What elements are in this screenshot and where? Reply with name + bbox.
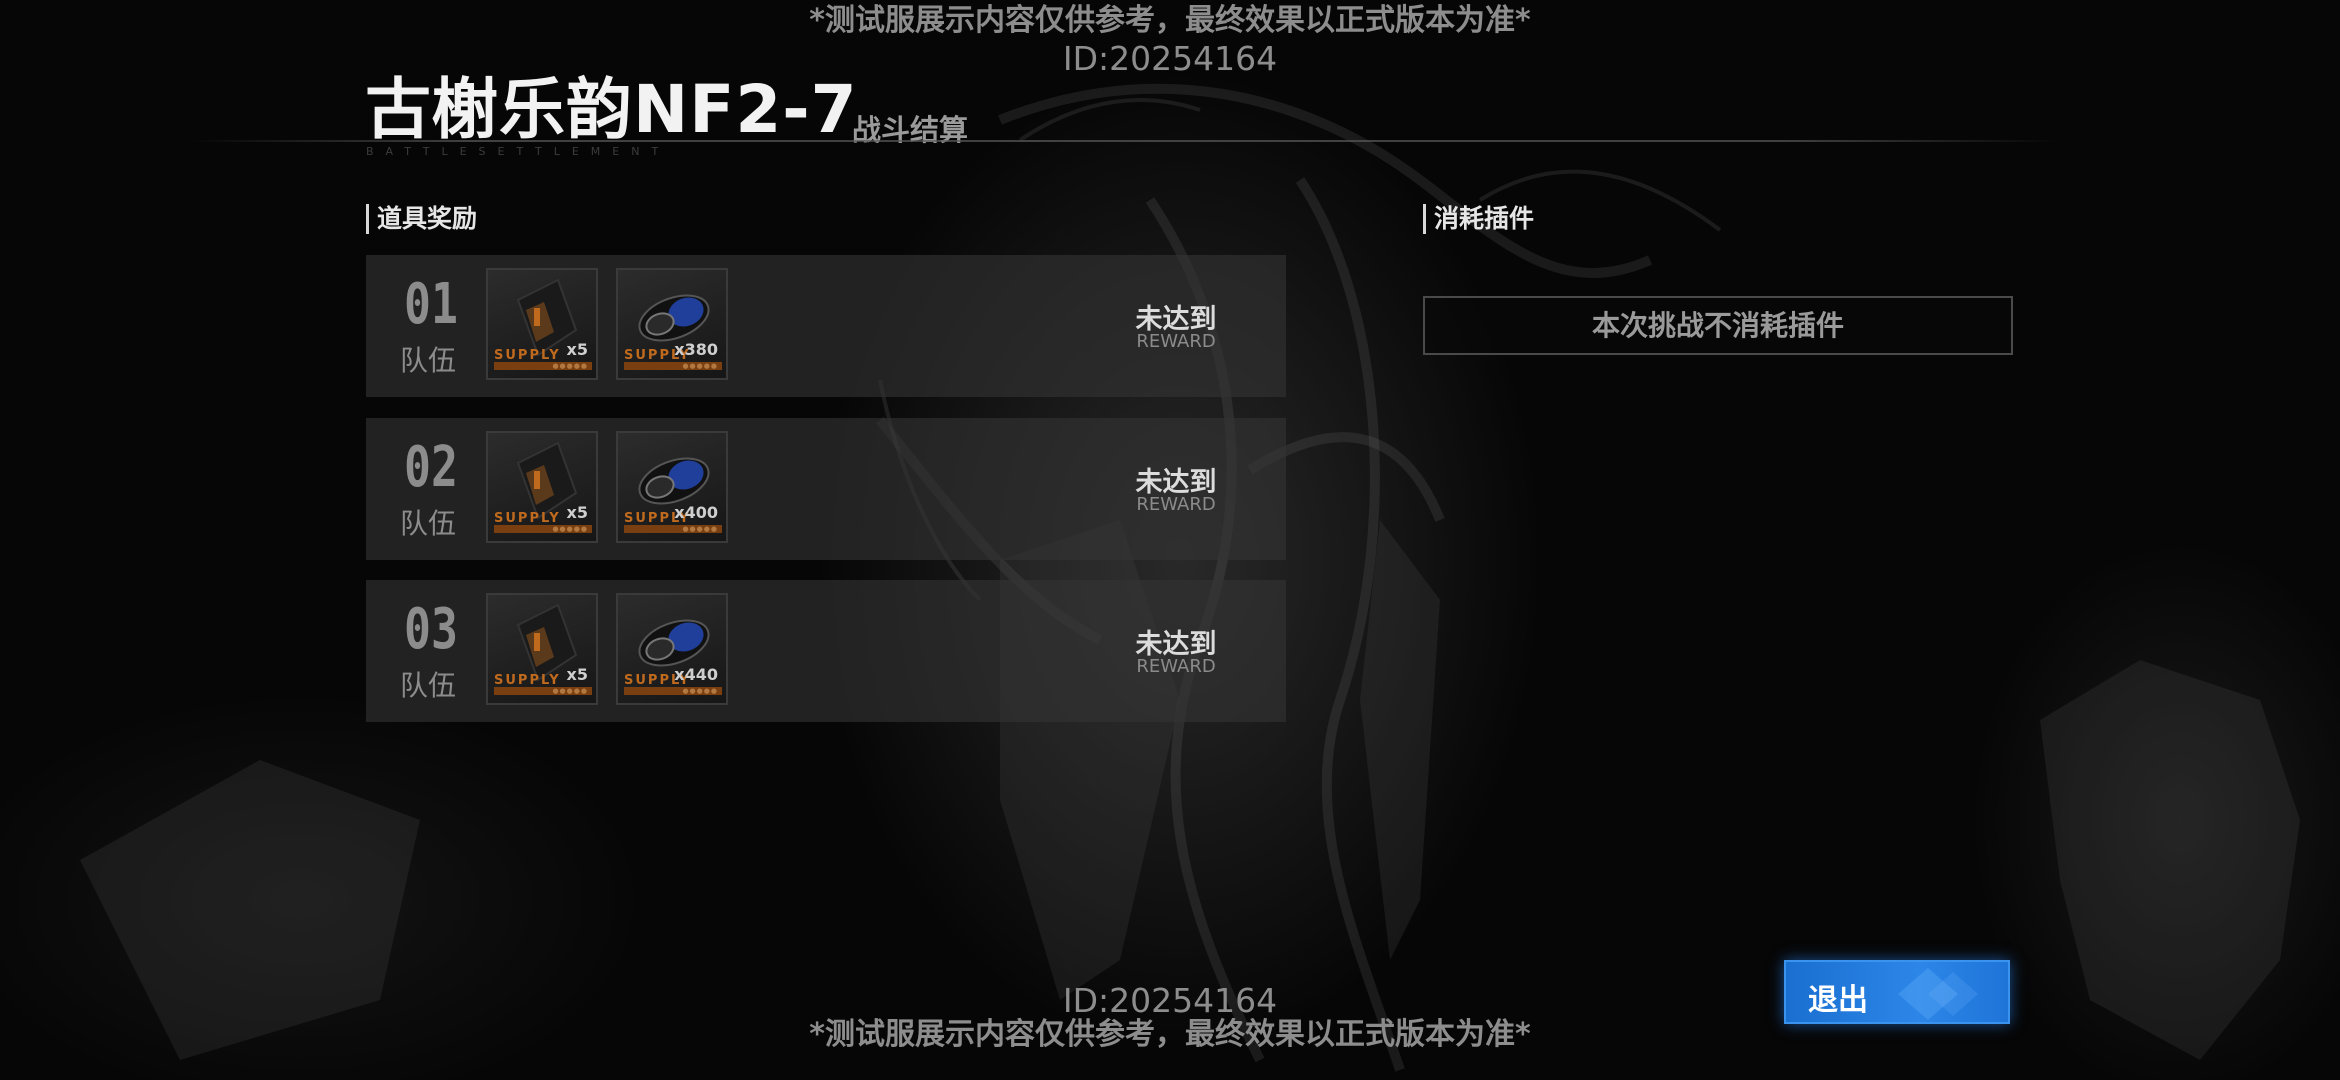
item-tag: SUPPLY (494, 673, 561, 688)
supply-capsule-icon (638, 457, 710, 505)
reward-item-crate[interactable]: SUPPLY x5 ●●●●● (486, 268, 598, 380)
item-quantity: x380 (674, 340, 718, 359)
plugin-consumption-message: 本次挑战不消耗插件 (1423, 296, 2013, 355)
reward-status: 未达到 (1135, 304, 1217, 335)
item-tag: SUPPLY (624, 673, 691, 688)
build-id-top: ID:20254164 (1062, 39, 1278, 78)
team-number: 02 (404, 435, 458, 500)
supply-crate-icon (516, 441, 578, 520)
reward-item-capsule[interactable]: SUPPLY x380 ●●●●● (616, 268, 728, 380)
team-label: 队伍 (399, 507, 456, 540)
exit-button-label: 退出 (1808, 983, 1868, 1018)
supply-capsule-icon (638, 294, 710, 342)
build-id-bottom: ID:20254164 (1062, 981, 1278, 1020)
item-tag: SUPPLY (624, 348, 691, 363)
item-rarity-bar: ●●●●● (624, 687, 722, 695)
decorative-triangle-icon (1898, 968, 1978, 1020)
reward-status: 未达到 (1135, 467, 1217, 498)
team-row: 01 队伍 SUPPLY x5 ●●●●● SUPPLY x380 ●●●●● … (366, 255, 1286, 397)
test-server-notice-top: *测试服展示内容仅供参考，最终效果以正式版本为准* (809, 3, 1531, 38)
supply-crate-icon (516, 603, 578, 682)
reward-status-sub: REWARD (1136, 494, 1216, 515)
plugins-section-title: 消耗插件 (1423, 204, 1534, 234)
team-number: 01 (404, 272, 458, 337)
reward-status-sub: REWARD (1136, 656, 1216, 677)
test-server-notice-bottom: *测试服展示内容仅供参考，最终效果以正式版本为准* (809, 1017, 1531, 1052)
team-label: 队伍 (399, 669, 456, 702)
item-quantity: x5 (566, 665, 588, 684)
item-tag: SUPPLY (494, 348, 561, 363)
supply-crate-icon (516, 278, 578, 357)
page-title: 古榭乐韵NF2-7 (365, 71, 858, 148)
item-quantity: x440 (674, 665, 718, 684)
reward-item-crate[interactable]: SUPPLY x5 ●●●●● (486, 431, 598, 543)
team-row: 02 队伍 SUPPLY x5 ●●●●● SUPPLY x400 ●●●●● … (366, 418, 1286, 560)
supply-capsule-icon (638, 619, 710, 667)
reward-item-crate[interactable]: SUPPLY x5 ●●●●● (486, 593, 598, 705)
header-caption: BATTLESETTLEMENT (366, 145, 671, 158)
item-rarity-bar: ●●●●● (494, 525, 592, 533)
item-quantity: x400 (674, 503, 718, 522)
item-rarity-bar: ●●●●● (624, 362, 722, 370)
reward-status-sub: REWARD (1136, 331, 1216, 352)
item-rarity-bar: ●●●●● (494, 687, 592, 695)
item-rarity-bar: ●●●●● (494, 362, 592, 370)
page-subtitle: 战斗结算 (852, 113, 969, 147)
reward-status: 未达到 (1135, 629, 1217, 660)
team-row: 03 队伍 SUPPLY x5 ●●●●● SUPPLY x440 ●●●●● … (366, 580, 1286, 722)
reward-item-capsule[interactable]: SUPPLY x400 ●●●●● (616, 431, 728, 543)
item-quantity: x5 (566, 503, 588, 522)
item-rarity-bar: ●●●●● (624, 525, 722, 533)
rewards-section-title: 道具奖励 (366, 204, 477, 234)
item-tag: SUPPLY (494, 511, 561, 526)
team-number: 03 (404, 597, 458, 662)
team-label: 队伍 (399, 344, 456, 377)
item-tag: SUPPLY (624, 511, 691, 526)
reward-item-capsule[interactable]: SUPPLY x440 ●●●●● (616, 593, 728, 705)
header-divider (190, 140, 2060, 142)
item-quantity: x5 (566, 340, 588, 359)
exit-button[interactable]: 退出 (1784, 960, 2010, 1024)
